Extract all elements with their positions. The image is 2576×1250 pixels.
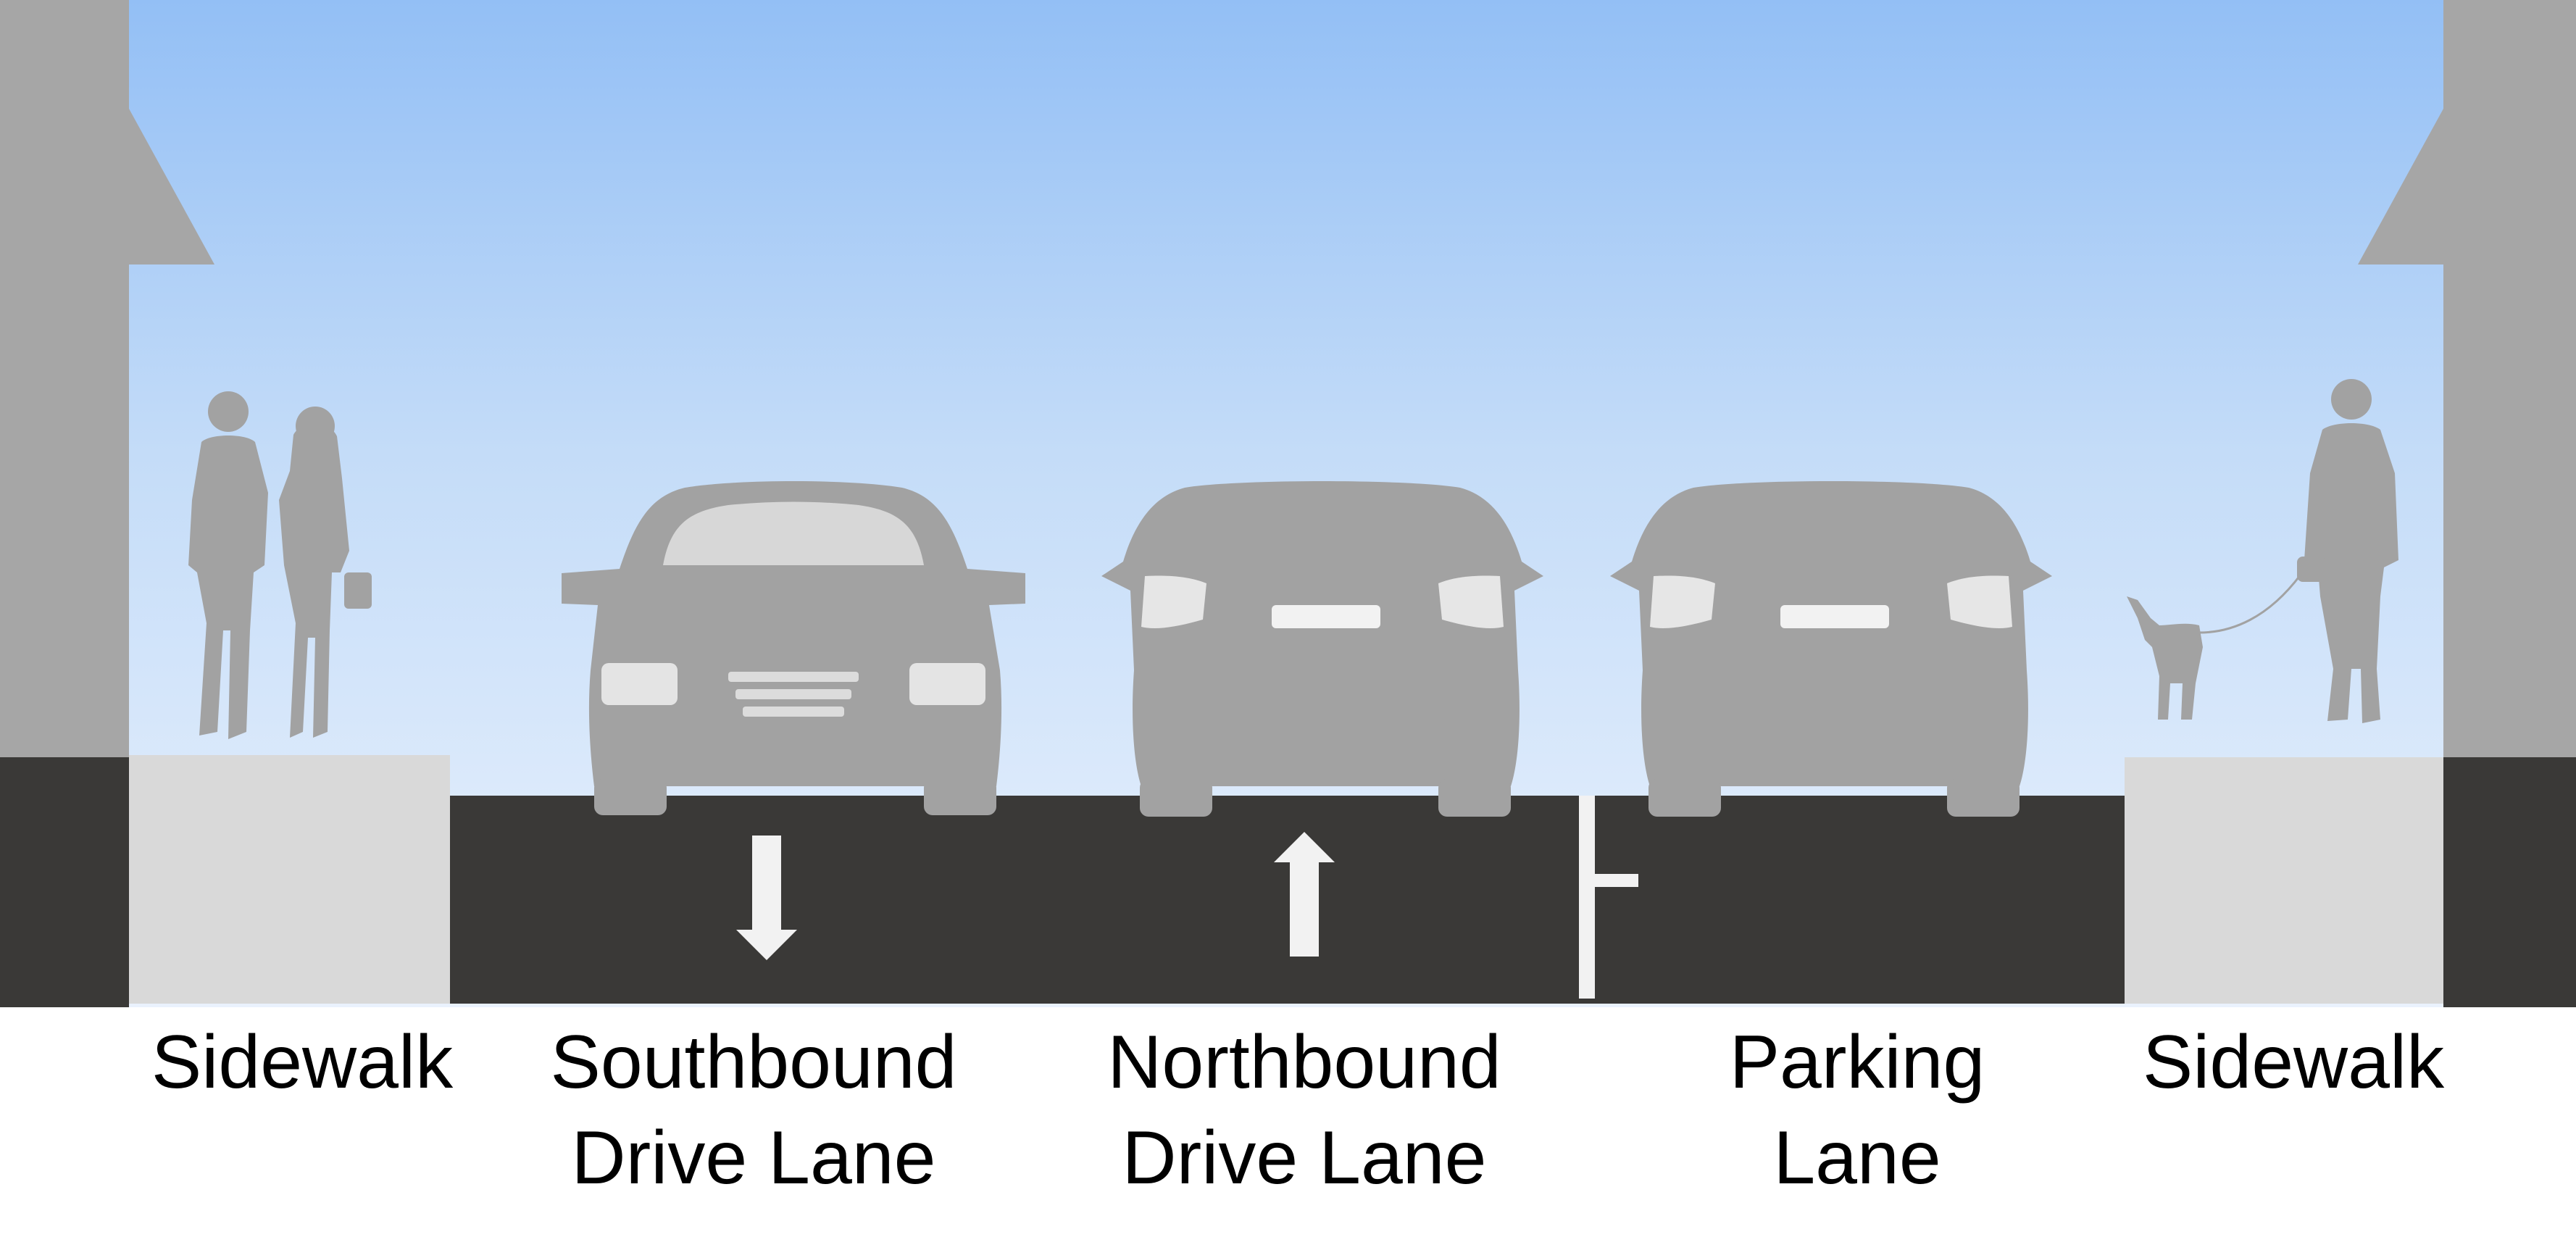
label-line: Drive Lane bbox=[1122, 1116, 1487, 1200]
label-line: Lane bbox=[1773, 1116, 1941, 1200]
label-line: Southbound bbox=[550, 1020, 957, 1104]
roadway bbox=[450, 796, 2125, 1004]
label-sidewalk-right: Sidewalk bbox=[2143, 1014, 2444, 1110]
car-rear-icon bbox=[1101, 481, 1543, 817]
building-left bbox=[0, 0, 214, 1007]
building-right bbox=[2358, 0, 2576, 1007]
label-sidewalk-left: Sidewalk bbox=[151, 1014, 453, 1110]
sidewalk-left-surface bbox=[129, 755, 450, 1004]
car-rear-icon bbox=[1610, 481, 2052, 817]
parking-lane-divider bbox=[1579, 796, 1638, 999]
label-line: Northbound bbox=[1107, 1020, 1501, 1104]
label-line: Sidewalk bbox=[151, 1020, 454, 1104]
label-southbound-drive-lane: Southbound Drive Lane bbox=[551, 1014, 957, 1206]
label-line: Drive Lane bbox=[571, 1116, 936, 1200]
sidewalk-right-surface bbox=[2125, 757, 2443, 1004]
label-line: Sidewalk bbox=[2142, 1020, 2445, 1104]
label-northbound-drive-lane: Northbound Drive Lane bbox=[1107, 1014, 1501, 1206]
label-line: Parking bbox=[1729, 1020, 1985, 1104]
label-parking-lane: Parking Lane bbox=[1730, 1014, 1985, 1206]
